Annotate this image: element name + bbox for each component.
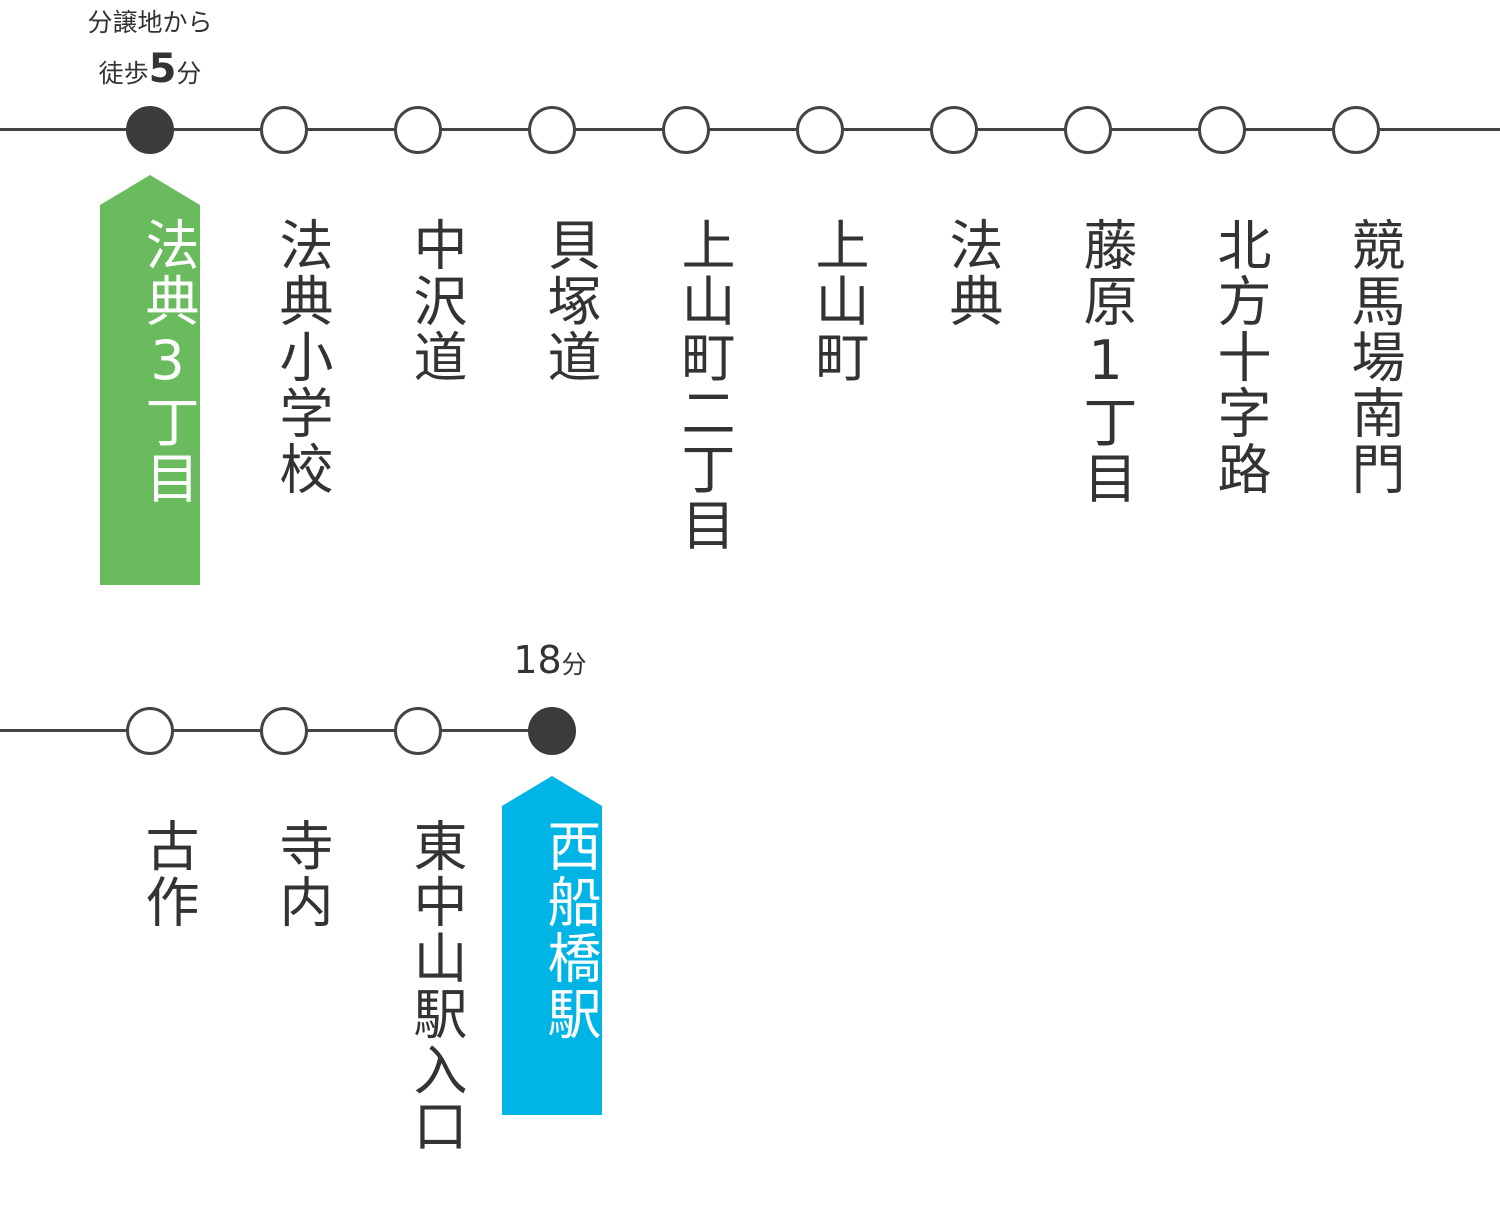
stop-dot bbox=[662, 106, 710, 154]
current-stop-tag: 法典3丁目 bbox=[100, 175, 200, 585]
stop-dot bbox=[394, 707, 442, 755]
stop-label-current: 法典3丁目 bbox=[136, 217, 199, 506]
stop-dot bbox=[260, 707, 308, 755]
stop-label: 競馬場南門 bbox=[1342, 217, 1405, 497]
stop-label: 法典小学校 bbox=[270, 217, 333, 497]
destination-stop-tag: 西船橋駅 bbox=[502, 776, 602, 1115]
stop-label: 藤原1丁目 bbox=[1074, 217, 1137, 506]
stop-dot bbox=[260, 106, 308, 154]
ride-time-note: 18分 bbox=[490, 632, 610, 693]
stop-label: 寺内 bbox=[270, 818, 333, 930]
walk-time-minutes: 5 bbox=[148, 46, 177, 92]
stop-label-destination: 西船橋駅 bbox=[538, 818, 601, 1042]
walk-time-note-line2: 徒歩5分 bbox=[60, 46, 240, 97]
stop-dot bbox=[796, 106, 844, 154]
stop-label: 貝塚道 bbox=[538, 217, 601, 385]
stop-dot bbox=[1064, 106, 1112, 154]
walk-time-unit: 分 bbox=[176, 59, 202, 88]
stop-dot bbox=[1198, 106, 1246, 154]
stop-dot bbox=[394, 106, 442, 154]
stop-label: 古作 bbox=[136, 818, 199, 930]
stop-dot bbox=[1332, 106, 1380, 154]
stop-label: 上山町二丁目 bbox=[672, 217, 735, 553]
stop-label: 中沢道 bbox=[404, 217, 467, 385]
stop-label: 東中山駅入口 bbox=[404, 818, 467, 1154]
stop-label: 北方十字路 bbox=[1208, 217, 1271, 497]
stop-label: 法典 bbox=[940, 217, 1003, 329]
ride-time-minutes: 18 bbox=[513, 638, 562, 682]
stop-dot bbox=[126, 707, 174, 755]
walk-time-note-line1: 分譲地から bbox=[87, 8, 213, 37]
ride-time-unit: 分 bbox=[561, 650, 587, 679]
stop-label: 上山町 bbox=[806, 217, 869, 385]
stop-dot-current bbox=[126, 106, 174, 154]
stop-dot bbox=[528, 106, 576, 154]
route-line-top bbox=[0, 128, 1500, 131]
walk-time-note: 分譲地から 徒歩5分 bbox=[60, 0, 240, 97]
stop-dot-destination bbox=[528, 707, 576, 755]
stop-dot bbox=[930, 106, 978, 154]
walk-time-prefix: 徒歩 bbox=[98, 59, 149, 88]
